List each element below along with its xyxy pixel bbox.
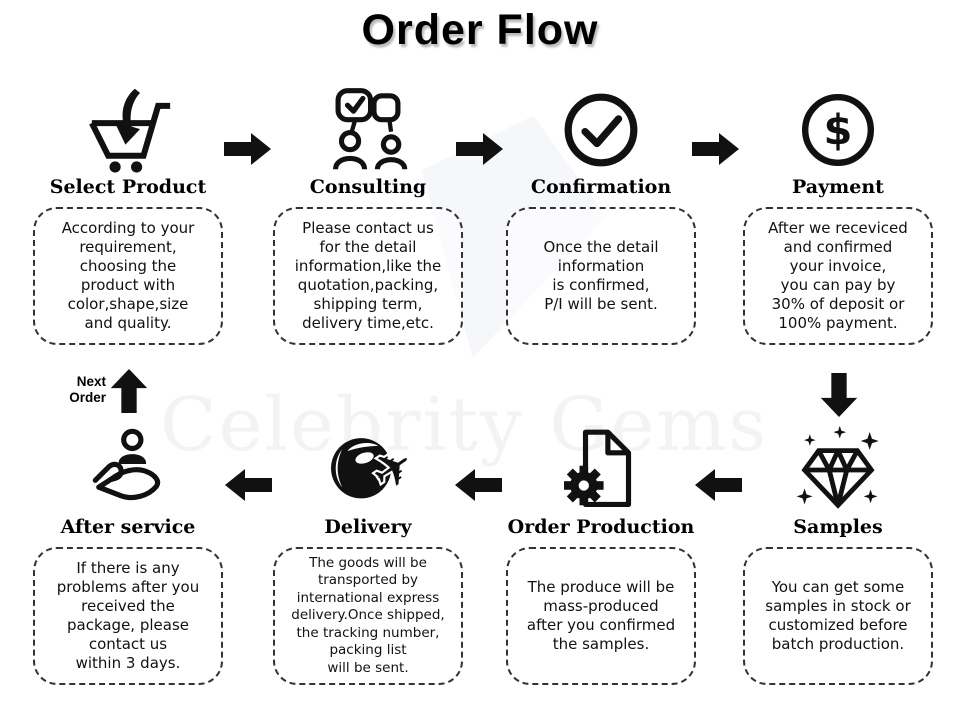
step-desc: Once the detail information is confirmed… [543,238,659,313]
step-confirmation: Confirmation Once the detail information… [501,86,701,345]
page-title: Order Flow [361,6,599,54]
dollar-circle-icon: $ [738,86,938,174]
step-desc-box: After we receviced and confirmed your in… [743,207,933,345]
step-desc: Please contact us for the detail informa… [294,219,442,332]
step-title: Delivery [324,516,412,538]
step-desc-box: You can get some samples in stock or cus… [743,547,933,685]
step-delivery: ✈ Delivery The goods will be transported… [268,426,468,685]
document-gear-icon [501,426,701,514]
step-title: Consulting [309,176,427,198]
step-select-product: Select Product According to your require… [28,86,228,345]
step-after-service: After service If there is any problems a… [28,426,228,685]
step-title: Confirmation [530,176,672,198]
next-order-label: Next Order [69,374,106,405]
consulting-icon [268,86,468,174]
flow-arrow-right-icon [224,132,272,170]
step-desc-box: The produce will be mass-produced after … [506,547,696,685]
step-desc-box: The goods will be transported by interna… [273,547,463,685]
flow-arrow-left-icon [454,468,502,506]
step-desc: According to your requirement, choosing … [61,219,195,332]
step-desc-box: Once the detail information is confirmed… [506,207,696,345]
step-desc: After we receviced and confirmed your in… [768,219,908,332]
next-order-up-arrow-icon [109,368,149,418]
step-desc: The goods will be transported by interna… [291,554,445,676]
diamond-sparkle-icon [738,426,938,514]
step-desc: You can get some samples in stock or cus… [765,578,911,653]
step-title: Samples [793,516,883,538]
flow-arrow-left-icon [224,468,272,506]
flow-arrow-down-icon [819,368,859,418]
flow-arrow-left-icon [694,468,742,506]
step-desc-box: According to your requirement, choosing … [33,207,223,345]
flow-arrow-right-icon [692,132,740,170]
step-desc-box: Please contact us for the detail informa… [273,207,463,345]
step-title: Payment [792,176,884,198]
step-payment: $ Payment After we receviced and confirm… [738,86,938,345]
flow-arrow-right-icon [456,132,504,170]
check-circle-icon [501,86,701,174]
step-desc-box: If there is any problems after you recei… [33,547,223,685]
step-title: Order Production [507,516,695,538]
step-samples: Samples You can get some samples in stoc… [738,426,938,685]
hand-person-icon [28,426,228,514]
step-order-production: Order Production The produce will be mas… [501,426,701,685]
step-title: Select Product [49,176,207,198]
svg-text:$: $ [824,105,853,154]
step-desc: The produce will be mass-produced after … [526,578,676,653]
step-consulting: Consulting Please contact us for the det… [268,86,468,345]
step-desc: If there is any problems after you recei… [56,559,200,672]
step-title: After service [60,516,196,538]
watermark: Celebrity Gems [160,382,769,468]
cart-icon [28,86,228,174]
globe-plane-icon: ✈ [268,426,468,514]
